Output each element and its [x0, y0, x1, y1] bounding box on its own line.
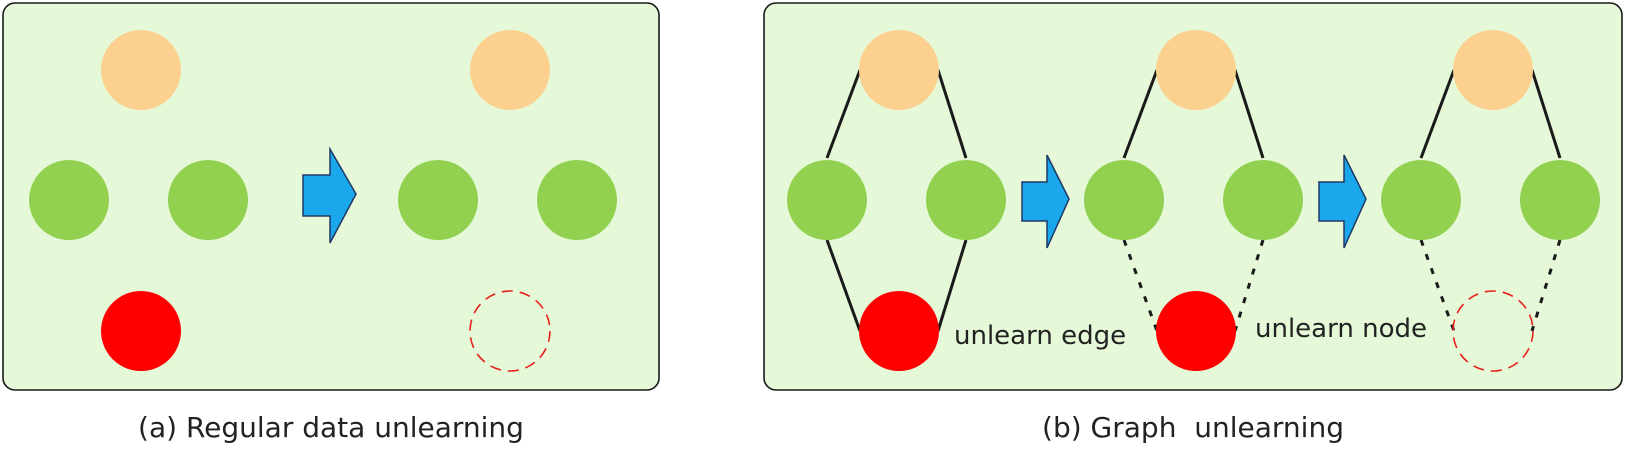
transition-arrow: [1021, 154, 1070, 249]
graph-node-right: [926, 160, 1006, 240]
graph-node-removed-placeholder: [1452, 290, 1534, 372]
unlearn-node-label: unlearn node: [1255, 314, 1427, 344]
graph-node-right: [1223, 160, 1303, 240]
graph-node-left: [787, 160, 867, 240]
panel-b-caption: (b) Graph unlearning: [1042, 411, 1344, 444]
graph-node-top: [859, 30, 939, 110]
node-right-before: [168, 160, 248, 240]
node-left-before: [29, 160, 109, 240]
edge-unlearned: [1419, 239, 1456, 332]
panel-a-caption: (a) Regular data unlearning: [138, 411, 524, 444]
edge-solid: [1233, 69, 1265, 159]
edge-unlearned: [1122, 239, 1159, 332]
edge-solid: [1122, 69, 1159, 159]
edge-solid: [936, 239, 968, 332]
edge-unlearned: [1233, 239, 1265, 332]
graph-node-left: [1084, 160, 1164, 240]
node-removed-placeholder: [469, 290, 551, 372]
transition-arrow: [302, 146, 357, 244]
unlearn-edge-label: unlearn edge: [954, 321, 1126, 351]
graph-node-top: [1156, 30, 1236, 110]
graph-node-removed: [1156, 291, 1236, 371]
edge-solid: [825, 69, 862, 159]
panel-b-background: [763, 2, 1623, 391]
graph-node-left: [1381, 160, 1461, 240]
transition-arrow: [1318, 154, 1367, 249]
node-top-after: [470, 30, 550, 110]
node-top-before: [101, 30, 181, 110]
node-left-after: [398, 160, 478, 240]
edge-solid: [936, 69, 968, 159]
node-right-after: [537, 160, 617, 240]
node-removed-before: [101, 291, 181, 371]
panel-b: unlearn edge unlearn node (b) Graph unle…: [763, 2, 1623, 444]
graph-node-right: [1520, 160, 1600, 240]
graph-node-top: [1453, 30, 1533, 110]
edge-solid: [1530, 69, 1562, 159]
edge-solid: [825, 239, 862, 332]
panel-a: (a) Regular data unlearning: [2, 2, 660, 444]
edge-unlearned: [1530, 239, 1562, 332]
edge-solid: [1419, 69, 1456, 159]
graph-node-removed: [859, 291, 939, 371]
